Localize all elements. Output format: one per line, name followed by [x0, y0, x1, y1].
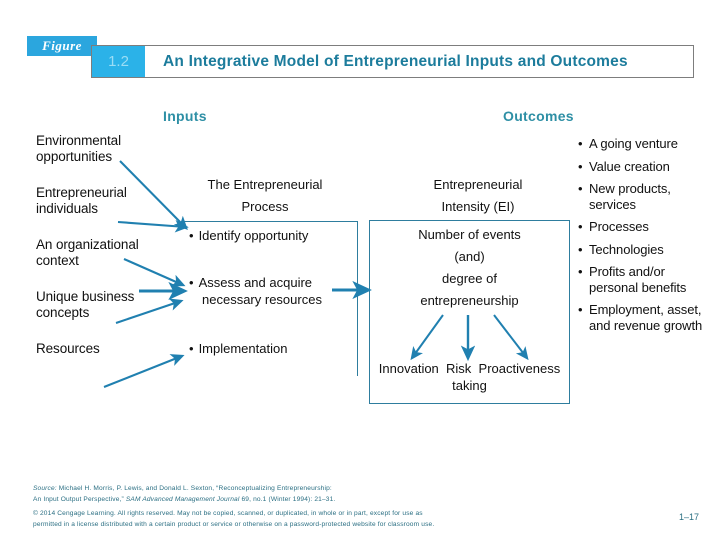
process-item-label: Implementation	[198, 341, 288, 356]
input-item: An organizational context	[36, 237, 139, 268]
figure-number: 1.2	[92, 46, 145, 77]
arrow-resources-to-process	[103, 354, 185, 388]
source-text-1: Michael H. Morris, P. Lewis, and Donald …	[56, 485, 332, 492]
intensity-body: Number of events (and) degree of entrepr…	[369, 224, 570, 312]
bullet-icon: •	[189, 341, 194, 356]
branch-innovation: Innovation	[378, 361, 439, 376]
outcomes-heading: Outcomes	[503, 108, 574, 124]
source-text-2: An Input Output Perspective,”	[33, 495, 126, 503]
process-item-label: Identify opportunity	[198, 228, 309, 243]
page-number: 1–17	[678, 512, 699, 522]
page-title: An Integrative Model of Entrepreneurial …	[163, 52, 628, 70]
process-title-line2: Process	[241, 199, 289, 214]
outcome-item: Employment, asset, and revenue growth	[578, 302, 706, 333]
process-item: • Implementation	[189, 340, 354, 357]
intensity-body-line4: entrepreneurship	[420, 293, 519, 308]
copyright-line-1: © 2014 Cengage Learning. All rights rese…	[33, 510, 423, 517]
copyright-line-2: permitted in a license distributed with …	[33, 520, 435, 528]
process-title: The Entrepreneurial Process	[185, 174, 345, 218]
process-item: • Assess and acquire necessary resources	[189, 274, 354, 308]
branch-risk-line2: taking	[452, 378, 487, 393]
figure-tag: Figure	[27, 36, 97, 56]
process-item: • Identify opportunity	[189, 227, 354, 244]
outcome-item: New products, services	[578, 181, 706, 212]
source-journal: SAM Advanced Management Journal	[125, 495, 240, 503]
intensity-title-line2: Intensity (EI)	[441, 199, 515, 214]
intensity-branches: Innovation Risk Proactiveness taking	[369, 360, 570, 394]
outcome-item: Profits and/or personal benefits	[578, 264, 706, 295]
source-line-2: An Input Output Perspective,” SAM Advanc…	[33, 495, 593, 506]
inputs-list: Environmental opportunities Entrepreneur…	[36, 133, 166, 357]
intensity-title-line1: Entrepreneurial	[433, 177, 523, 192]
process-title-line1: The Entrepreneurial	[207, 177, 323, 192]
intensity-title: Entrepreneurial Intensity (EI)	[388, 174, 568, 218]
outcome-item: A going venture	[578, 136, 706, 152]
intensity-box	[369, 220, 570, 404]
outcomes-list: A going venture Value creation New produ…	[578, 136, 706, 340]
process-item-label-2: necessary resources	[202, 292, 322, 307]
outcome-item: Technologies	[578, 242, 706, 258]
bullet-icon: •	[189, 275, 194, 290]
bullet-icon: •	[189, 228, 194, 243]
intensity-body-line3: degree of	[442, 271, 497, 286]
branch-proactiveness: Proactiveness	[478, 361, 561, 376]
input-item: Resources	[36, 341, 100, 356]
source-text-3: 69, no.1 (Winter 1994): 21–31.	[239, 495, 336, 503]
input-item: Unique business concepts	[36, 289, 135, 320]
intensity-body-line2: (and)	[454, 249, 485, 264]
outcome-item: Value creation	[578, 159, 706, 175]
source-note: Source: Michael H. Morris, P. Lewis, and…	[33, 484, 593, 530]
outcome-item: Processes	[578, 219, 706, 235]
input-item: Entrepreneurial individuals	[36, 185, 127, 216]
source-label: Source:	[33, 485, 57, 492]
source-line-1: Source: Michael H. Morris, P. Lewis, and…	[33, 484, 593, 495]
input-item: Environmental opportunities	[36, 133, 121, 164]
branch-risk: Risk	[446, 361, 472, 376]
title-bar: 1.2 An Integrative Model of Entrepreneur…	[91, 45, 694, 78]
process-item-label: Assess and acquire	[198, 275, 313, 290]
intensity-body-line1: Number of events	[418, 227, 521, 242]
inputs-heading: Inputs	[163, 108, 207, 124]
